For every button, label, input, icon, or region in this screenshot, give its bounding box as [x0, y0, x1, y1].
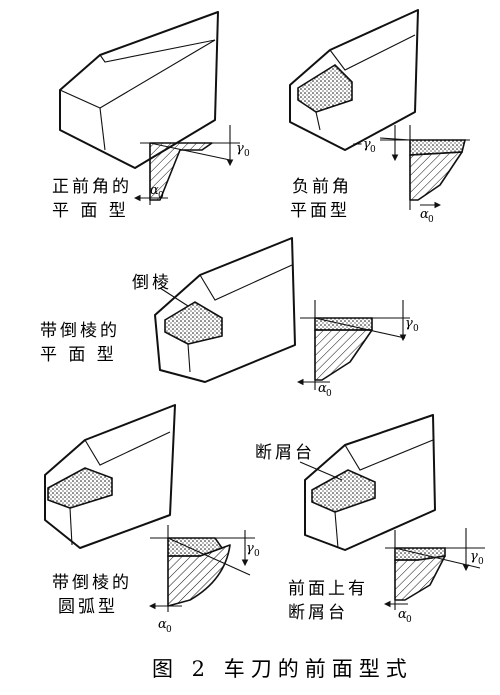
alpha-symbol: α — [398, 607, 407, 622]
panel-label-line-2: 平 面 型 — [52, 201, 129, 221]
panel-label-line-1: 正前角的 — [52, 177, 132, 197]
gamma-subscript: 0 — [244, 149, 250, 159]
tool-body-3d — [299, 414, 436, 551]
chamfer-callout: 倒棱 — [132, 273, 172, 293]
panel-label-line-1: 带倒棱的 — [40, 321, 120, 341]
alpha-symbol: α — [150, 183, 159, 198]
gamma-symbol: γ — [470, 549, 478, 564]
tool-body-3d — [44, 404, 176, 549]
cross-section: γ 0 α 0 — [148, 525, 260, 635]
figure-caption: 图 2 车刀的前面型式 — [152, 657, 413, 681]
panel-chamfered-flat: 倒棱 γ 0 α 0 带倒棱的 平 面 型 — [40, 237, 419, 399]
panel-positive-rake-flat: γ 0 α 0 正前角的 平 面 型 — [52, 11, 250, 221]
panel-chipbreaker: 断屑台 γ 0 α 0 前面上有 断屑台 — [255, 414, 485, 625]
panel-chamfered-arc: γ 0 α 0 带倒棱的 圆弧型 — [44, 404, 260, 635]
panel-label-line-1: 带倒棱的 — [52, 573, 132, 593]
gamma-symbol: γ — [236, 141, 244, 156]
cross-section: −γ 0 α 0 — [352, 125, 470, 225]
gamma-subscript: 0 — [254, 549, 260, 559]
neg-gamma-symbol: −γ — [352, 137, 371, 152]
panel-label-line-2: 圆弧型 — [58, 597, 118, 617]
gamma-symbol: γ — [405, 316, 413, 331]
alpha-symbol: α — [158, 617, 167, 632]
alpha-subscript: 0 — [406, 615, 412, 625]
cross-section: γ 0 α 0 — [383, 528, 485, 625]
panel-label-line-2: 平面型 — [290, 201, 350, 221]
panel-label-line-1: 前面上有 — [288, 579, 368, 599]
panel-label-line-1: 负前角 — [292, 177, 352, 197]
alpha-subscript: 0 — [428, 215, 434, 225]
panel-label-line-2: 断屑台 — [288, 603, 348, 623]
gamma-subscript: 0 — [370, 145, 376, 155]
alpha-subscript: 0 — [166, 625, 172, 635]
alpha-symbol: α — [420, 207, 429, 222]
gamma-subscript: 0 — [413, 324, 419, 334]
panel-label-line-2: 平 面 型 — [40, 345, 117, 365]
chipbreaker-callout: 断屑台 — [255, 443, 315, 463]
alpha-symbol: α — [318, 381, 327, 396]
gamma-subscript: 0 — [478, 557, 484, 567]
cross-section: γ 0 α 0 — [296, 300, 419, 399]
panel-negative-rake-flat: −γ 0 α 0 负前角 平面型 — [289, 9, 470, 225]
tool-body-3d — [59, 11, 219, 169]
alpha-subscript: 0 — [326, 389, 332, 399]
tool-body-3d — [289, 9, 419, 151]
cross-section: γ 0 α 0 — [133, 125, 250, 205]
tool-body-3d — [154, 237, 296, 383]
gamma-symbol: γ — [246, 541, 254, 556]
alpha-subscript: 0 — [158, 191, 164, 201]
